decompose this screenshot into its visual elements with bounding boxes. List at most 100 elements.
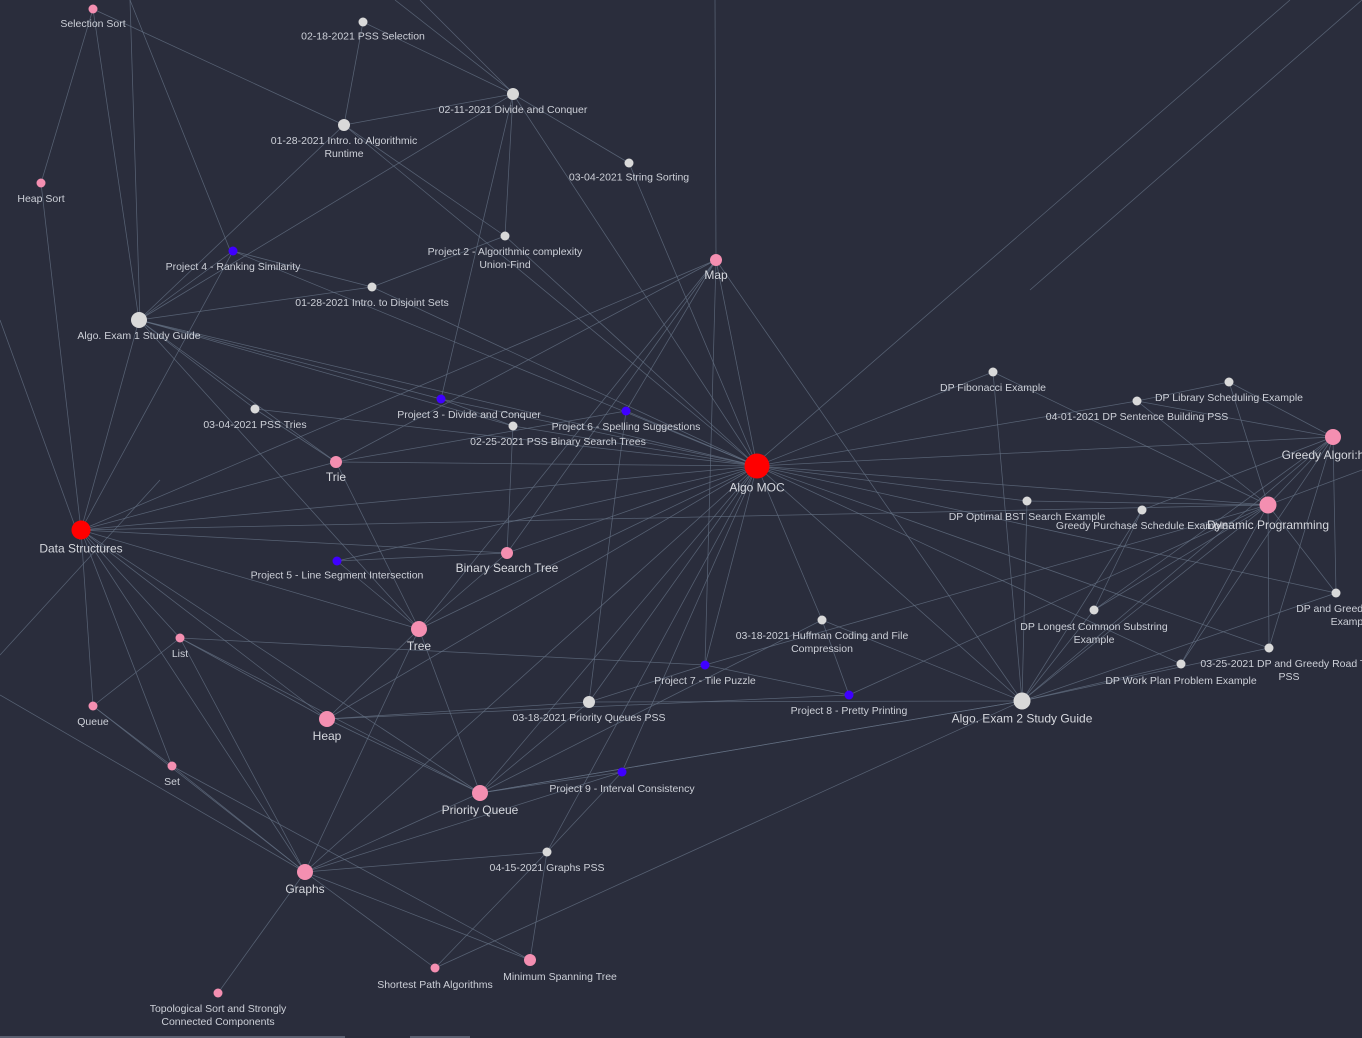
node-dp-greedy-interval[interactable]	[1331, 588, 1341, 598]
edge-pss-selection-divide-conquer	[362, 21, 514, 95]
edge-greedy-dp-road-trip	[1268, 436, 1334, 649]
node-graphs-pss[interactable]	[542, 847, 552, 857]
edge-algo-moc-dp-road-trip	[756, 465, 1270, 649]
node-map[interactable]	[710, 254, 722, 266]
node-dp-fibonacci[interactable]	[988, 367, 998, 377]
edge-data-structures-project4	[80, 250, 234, 531]
node-label-shortest-path: Shortest Path Algorithms	[377, 979, 493, 991]
edge-exam2-priority-queue	[479, 700, 1023, 794]
node-label-greedy: Greedy Algori:h	[1282, 448, 1362, 462]
node-pq-pss[interactable]	[583, 696, 595, 708]
node-set[interactable]	[167, 761, 177, 771]
node-project4[interactable]	[228, 246, 238, 256]
node-project3[interactable]	[436, 394, 446, 404]
node-mst[interactable]	[524, 954, 536, 966]
node-project9[interactable]	[617, 767, 627, 777]
edge-algo-moc-priority-queue	[479, 465, 758, 794]
node-exam2[interactable]	[1013, 692, 1031, 710]
node-tree[interactable]	[411, 621, 427, 637]
node-label-project6: Project 6 - Spelling Suggestions	[552, 421, 701, 433]
node-label-project9: Project 9 - Interval Consistency	[549, 783, 695, 795]
node-bst[interactable]	[501, 547, 513, 559]
node-selection-sort[interactable]	[88, 4, 98, 14]
node-greedy-purchase[interactable]	[1137, 505, 1147, 515]
node-pss-tries[interactable]	[250, 404, 260, 414]
node-pss-selection[interactable]	[358, 17, 368, 27]
edge-exam2-huffman	[821, 619, 1023, 702]
node-disjoint-sets[interactable]	[367, 282, 377, 292]
edge-greedy-dp-sentence	[1136, 400, 1334, 438]
node-pss-bst[interactable]	[508, 421, 518, 431]
edge-shortest-path-exam2	[434, 700, 1023, 969]
node-dp-road-trip[interactable]	[1264, 643, 1274, 653]
node-dp-library[interactable]	[1224, 377, 1234, 387]
node-label-pss-selection: 02-18-2021 PSS Selection	[301, 31, 425, 43]
edge-algo-moc-dp-optimal-bst	[756, 465, 1028, 502]
node-topological[interactable]	[213, 988, 223, 998]
node-label-dp-fibonacci: DP Fibonacci Example	[940, 382, 1046, 394]
node-label-project7: Project 7 - Tile Puzzle	[654, 675, 756, 687]
node-project2[interactable]	[500, 231, 510, 241]
node-project7[interactable]	[700, 660, 710, 670]
edge-graphs-project9	[304, 771, 623, 873]
node-trie[interactable]	[330, 456, 342, 468]
edge-data-structures-map	[80, 259, 717, 531]
node-data-structures[interactable]	[71, 520, 91, 540]
node-dp-lcs[interactable]	[1089, 605, 1099, 615]
edge-exam1-pss-bst	[138, 319, 514, 427]
node-project6[interactable]	[621, 406, 631, 416]
node-dp-work-plan[interactable]	[1176, 659, 1186, 669]
node-shortest-path[interactable]	[430, 963, 440, 973]
node-heap-sort[interactable]	[36, 178, 46, 188]
edge-map-project6	[625, 259, 717, 412]
edge-exam2-dp-work-plan	[1021, 663, 1182, 702]
node-huffman[interactable]	[817, 615, 827, 625]
node-exam1[interactable]	[131, 312, 147, 328]
edge-dynamic-programming-dp-road-trip	[1267, 504, 1270, 649]
node-priority-queue[interactable]	[472, 785, 488, 801]
node-project5[interactable]	[332, 556, 342, 566]
node-dp-optimal-bst[interactable]	[1022, 496, 1032, 506]
node-label-greedy-purchase: Greedy Purchase Schedule Example	[1056, 520, 1228, 532]
edge-project9-graphs-pss	[546, 771, 623, 853]
node-list[interactable]	[175, 633, 185, 643]
node-algo-moc[interactable]	[744, 453, 770, 479]
edge-algo-moc-dp-fibonacci	[756, 371, 994, 467]
edge-greedy-dp-library	[1228, 381, 1334, 438]
node-label-dp-library: DP Library Scheduling Example	[1155, 392, 1303, 404]
edge-map-trie	[335, 259, 717, 463]
edge-intro-runtime-divide-conquer	[343, 93, 514, 126]
edge-exam2-dp-fibonacci	[992, 371, 1023, 702]
node-string-sorting[interactable]	[624, 158, 634, 168]
node-label-project8: Project 8 - Pretty Printing	[791, 705, 908, 717]
node-greedy[interactable]	[1325, 429, 1341, 445]
scroll-segment-1	[410, 1036, 470, 1038]
node-dp-sentence[interactable]	[1132, 396, 1142, 406]
edge-algo-moc-divide-conquer	[512, 93, 758, 467]
node-dynamic-programming[interactable]	[1259, 496, 1277, 514]
node-label-tree: Tree	[407, 639, 432, 653]
node-intro-runtime[interactable]	[338, 119, 350, 131]
edge-map-exam2	[715, 259, 1023, 702]
node-divide-conquer[interactable]	[507, 88, 519, 100]
node-project8[interactable]	[844, 690, 854, 700]
edge-divide-conquer-project2	[504, 93, 514, 237]
node-graphs[interactable]	[297, 864, 313, 880]
edge-map-bst	[506, 259, 717, 554]
edge-selection-sort-exam1	[92, 8, 140, 321]
edge-dynamic-programming-dp-library	[1228, 381, 1269, 506]
node-heap[interactable]	[319, 711, 335, 727]
edge-pss-selection-intro-runtime	[343, 21, 364, 126]
edge-data-structures-queue	[80, 529, 94, 707]
edge-algo-moc-exam2	[756, 465, 1023, 702]
edge-exam1-project4	[138, 250, 234, 321]
edge-dynamic-programming-dp-greedy-interval	[1267, 504, 1337, 594]
node-queue[interactable]	[88, 701, 98, 711]
edge-offscreen-3	[419, 0, 516, 96]
edge-algo-moc-disjoint-sets	[371, 286, 758, 467]
